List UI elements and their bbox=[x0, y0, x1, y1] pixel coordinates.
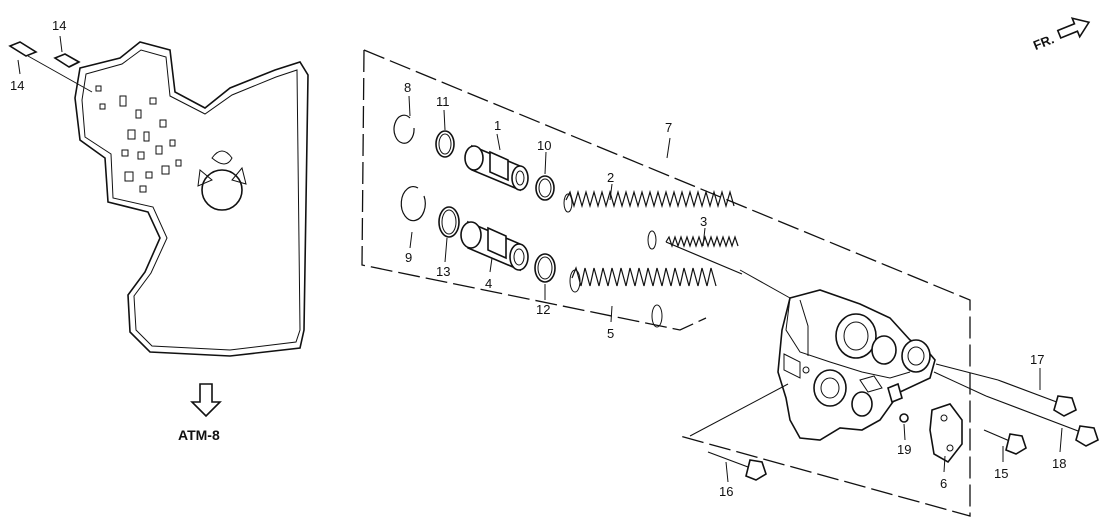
o-ring-12 bbox=[534, 253, 556, 283]
circlip-upper bbox=[393, 114, 415, 144]
callout-11: 11 bbox=[436, 94, 450, 109]
callout-3: 3 bbox=[700, 214, 707, 229]
callout-4: 4 bbox=[485, 276, 492, 291]
callout-10: 10 bbox=[537, 138, 551, 153]
callout-14-lower: 14 bbox=[10, 78, 24, 93]
plate-6 bbox=[929, 403, 963, 464]
o-ring-10 bbox=[535, 175, 555, 201]
callout-2: 2 bbox=[607, 170, 614, 185]
callout-8: 8 bbox=[404, 80, 411, 95]
spring-2 bbox=[563, 189, 735, 250]
o-ring-11 bbox=[435, 130, 455, 158]
callout-18: 18 bbox=[1052, 456, 1066, 471]
callout-15: 15 bbox=[994, 466, 1008, 481]
bolt-15 bbox=[983, 429, 1027, 455]
bolt-18 bbox=[985, 395, 1099, 447]
separator-plate bbox=[74, 41, 309, 357]
callout-17: 17 bbox=[1030, 352, 1044, 367]
check-ball-19 bbox=[887, 382, 909, 423]
bolt-17 bbox=[997, 379, 1077, 417]
callout-1: 1 bbox=[494, 118, 501, 133]
front-direction-marker: FR. bbox=[1031, 17, 1091, 53]
callout-9: 9 bbox=[405, 250, 412, 265]
dowel-pin-lower bbox=[8, 41, 38, 57]
circlip-lower bbox=[400, 186, 426, 222]
callout-19: 19 bbox=[897, 442, 911, 457]
callout-6: 6 bbox=[940, 476, 947, 491]
callout-16: 16 bbox=[719, 484, 733, 499]
alignment-lines bbox=[689, 269, 999, 437]
valve-assembly-group-outline bbox=[361, 49, 971, 517]
callout-14-upper: 14 bbox=[52, 18, 66, 33]
callout-5: 5 bbox=[607, 326, 614, 341]
spring-5 bbox=[569, 266, 717, 328]
callout-13: 13 bbox=[436, 264, 450, 279]
down-arrow-icon bbox=[190, 383, 222, 418]
callout-12: 12 bbox=[536, 302, 550, 317]
valve-body bbox=[777, 289, 936, 441]
reference-label: ATM-8 bbox=[178, 427, 220, 443]
arrow-icon bbox=[1056, 17, 1091, 40]
callout-7: 7 bbox=[665, 120, 672, 135]
leader-lines bbox=[408, 95, 1063, 483]
valve-4 bbox=[460, 220, 529, 272]
spring-3 bbox=[665, 235, 743, 275]
bolt-16 bbox=[707, 451, 767, 481]
o-ring-13 bbox=[438, 206, 460, 238]
front-label: FR. bbox=[1031, 31, 1056, 53]
dowel-pin-upper bbox=[53, 53, 81, 68]
valve-1 bbox=[464, 144, 529, 192]
